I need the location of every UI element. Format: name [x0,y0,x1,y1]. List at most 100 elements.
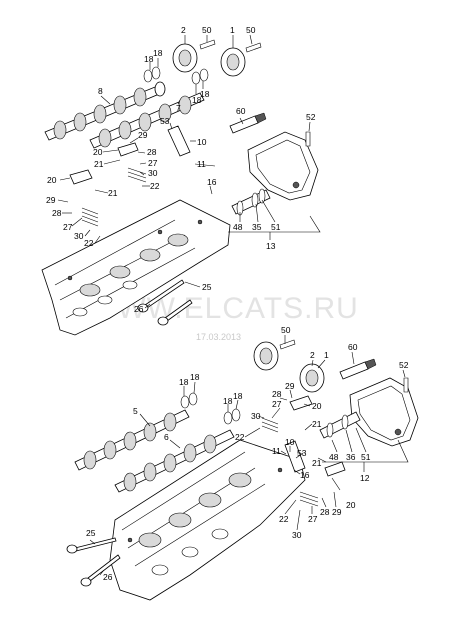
callout-26: 26 [134,304,144,314]
camshaft-7 [89,92,205,149]
callout-18: 18 [200,89,210,99]
callout-2: 2 [310,350,315,360]
callout-25: 25 [202,282,212,292]
camshaft-8 [44,81,166,141]
hydraulic-lifter-10 [167,125,191,157]
cam-adjuster-1-upper [220,47,246,77]
callout-18: 18 [153,48,163,58]
callout-60: 60 [236,106,246,116]
callout-18: 18 [144,54,154,64]
callout-30: 30 [251,411,261,421]
callout-27: 27 [63,222,73,232]
callout-52: 52 [399,360,409,370]
callout-30: 30 [74,231,84,241]
callout-53: 53 [297,448,307,458]
callout-21: 21 [108,188,118,198]
callout-1: 1 [230,25,235,35]
callout-11: 11 [272,446,281,456]
callout-26: 26 [103,572,113,582]
bolt-50-lower [279,339,296,350]
callout-30: 30 [148,168,158,178]
callout-21: 21 [94,159,104,169]
callout-50: 50 [202,25,212,35]
callout-60: 60 [348,342,358,352]
bolts-50-upper [199,39,262,53]
callout-21: 21 [312,419,322,429]
callout-35: 35 [252,222,262,232]
cylinder-head-lower [109,439,306,601]
callout-20: 20 [93,147,103,157]
callout-29: 29 [46,195,56,205]
callout-18: 18 [233,391,243,401]
callout-20: 20 [312,401,322,411]
callout-10: 10 [197,137,207,147]
callout-18: 18 [179,377,189,387]
callout-22: 22 [150,181,160,191]
callout-13: 13 [266,241,276,251]
rocker-arm-lower [289,395,346,477]
callout-18: 18 [223,396,233,406]
callout-29: 29 [138,130,148,140]
callout-27: 27 [148,158,158,168]
callout-36: 36 [346,452,356,462]
callout-25: 25 [86,528,96,538]
bolt-52-upper [305,131,311,147]
timing-cover-upper [247,131,319,201]
oil-shaft-lower [319,411,361,439]
callout-11: 11 [197,159,206,169]
callout-16: 16 [300,470,310,480]
callout-2: 2 [181,25,186,35]
callout-50: 50 [281,325,291,335]
valves-upper [137,279,193,326]
oil-shaft-upper [231,188,271,216]
callout-20: 20 [346,500,356,510]
cam-adjuster-lower-left [253,341,279,371]
callout-8: 8 [98,86,103,96]
valves-lower [66,537,121,587]
camshaft-6 [114,429,235,493]
callout-52: 52 [306,112,316,122]
callout-28: 28 [52,208,62,218]
callout-50: 50 [246,25,256,35]
leader-lines [57,34,409,576]
callout-18: 18 [192,95,202,105]
cam-adjuster-2-upper [172,43,198,73]
callout-28: 28 [272,389,282,399]
timing-cover-lower [349,377,419,447]
callout-numbers: 2 50 1 50 18 18 8 7 18 18 60 52 53 10 29… [46,25,409,582]
callout-22: 22 [235,432,245,442]
callout-51: 51 [361,452,371,462]
rocker-arm-20-upper [69,142,139,185]
callout-48: 48 [233,222,243,232]
callout-5: 5 [133,406,138,416]
callout-27: 27 [272,399,282,409]
valve-springs-upper [81,167,147,227]
cam-adjuster-lower-right [299,363,325,393]
seal-rings-18-lower [180,392,241,425]
callout-21: 21 [312,458,322,468]
callout-30: 30 [292,530,302,540]
callout-22: 22 [84,238,94,248]
callout-12: 12 [360,473,370,483]
camshaft-5 [74,409,190,471]
callout-48: 48 [329,452,339,462]
callout-1: 1 [324,350,329,360]
callout-29: 29 [285,381,295,391]
sealant-tube-60-upper [229,112,267,134]
callout-20: 20 [47,175,57,185]
bolt-52-lower [403,377,409,393]
callout-28: 28 [147,147,157,157]
valve-springs-lower [261,417,319,507]
sealant-tube-60-lower [339,358,377,380]
callout-29: 29 [332,507,342,517]
callout-22: 22 [279,514,289,524]
cylinder-head-upper [41,199,231,336]
seal-rings-18-upper [143,66,209,85]
callout-6: 6 [164,432,169,442]
watermark-date: 17.03.2013 [196,332,241,342]
callout-18: 18 [190,372,200,382]
callout-10: 10 [285,437,295,447]
callout-16: 16 [207,177,217,187]
callout-27: 27 [308,514,318,524]
